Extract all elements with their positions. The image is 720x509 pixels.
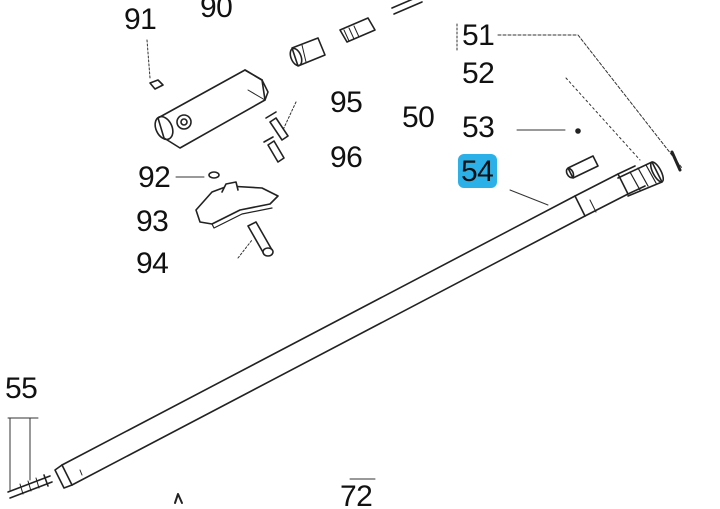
bottom-mark: [174, 493, 183, 504]
callout-91[interactable]: 91: [124, 3, 157, 36]
tube-end-coupler: [617, 161, 665, 197]
callout-54-selected[interactable]: 54: [458, 154, 498, 188]
callout-90[interactable]: 90: [200, 0, 233, 24]
callout-53[interactable]: 53: [462, 111, 495, 144]
screw-96: [263, 136, 285, 163]
callout-51[interactable]: 51: [462, 19, 495, 52]
long-tube: [54, 165, 646, 489]
leader-51: [497, 34, 683, 169]
leader-lines: [7, 23, 683, 491]
callout-93[interactable]: 93: [136, 205, 169, 238]
nut-91: [149, 79, 164, 90]
bolt-94: [247, 221, 274, 257]
callout-92[interactable]: 92: [138, 161, 171, 194]
callout-72[interactable]: 72: [340, 480, 373, 509]
clamp-knob: [195, 181, 279, 229]
spring-top: [339, 17, 376, 43]
leader-91: [146, 39, 151, 79]
leader-54: [509, 189, 549, 206]
callout-50[interactable]: 50: [402, 101, 435, 134]
callout-95[interactable]: 95: [330, 86, 363, 119]
callout-52[interactable]: 52: [462, 57, 495, 90]
callout-96[interactable]: 96: [330, 141, 363, 174]
washer-92: [208, 171, 220, 179]
screw-95: [265, 111, 289, 141]
pin-part: [565, 128, 599, 179]
callout-94[interactable]: 94: [136, 247, 169, 280]
callout-55[interactable]: 55: [5, 372, 38, 405]
clamp-housing: [154, 69, 269, 149]
leader-95: [281, 101, 297, 133]
leader-52: [565, 77, 641, 161]
clip-51: [670, 150, 682, 172]
drive-shaft-end: [7, 474, 53, 499]
screw-top: [391, 0, 423, 15]
hex-nut-top: [289, 37, 326, 67]
leader-94: [237, 239, 253, 259]
